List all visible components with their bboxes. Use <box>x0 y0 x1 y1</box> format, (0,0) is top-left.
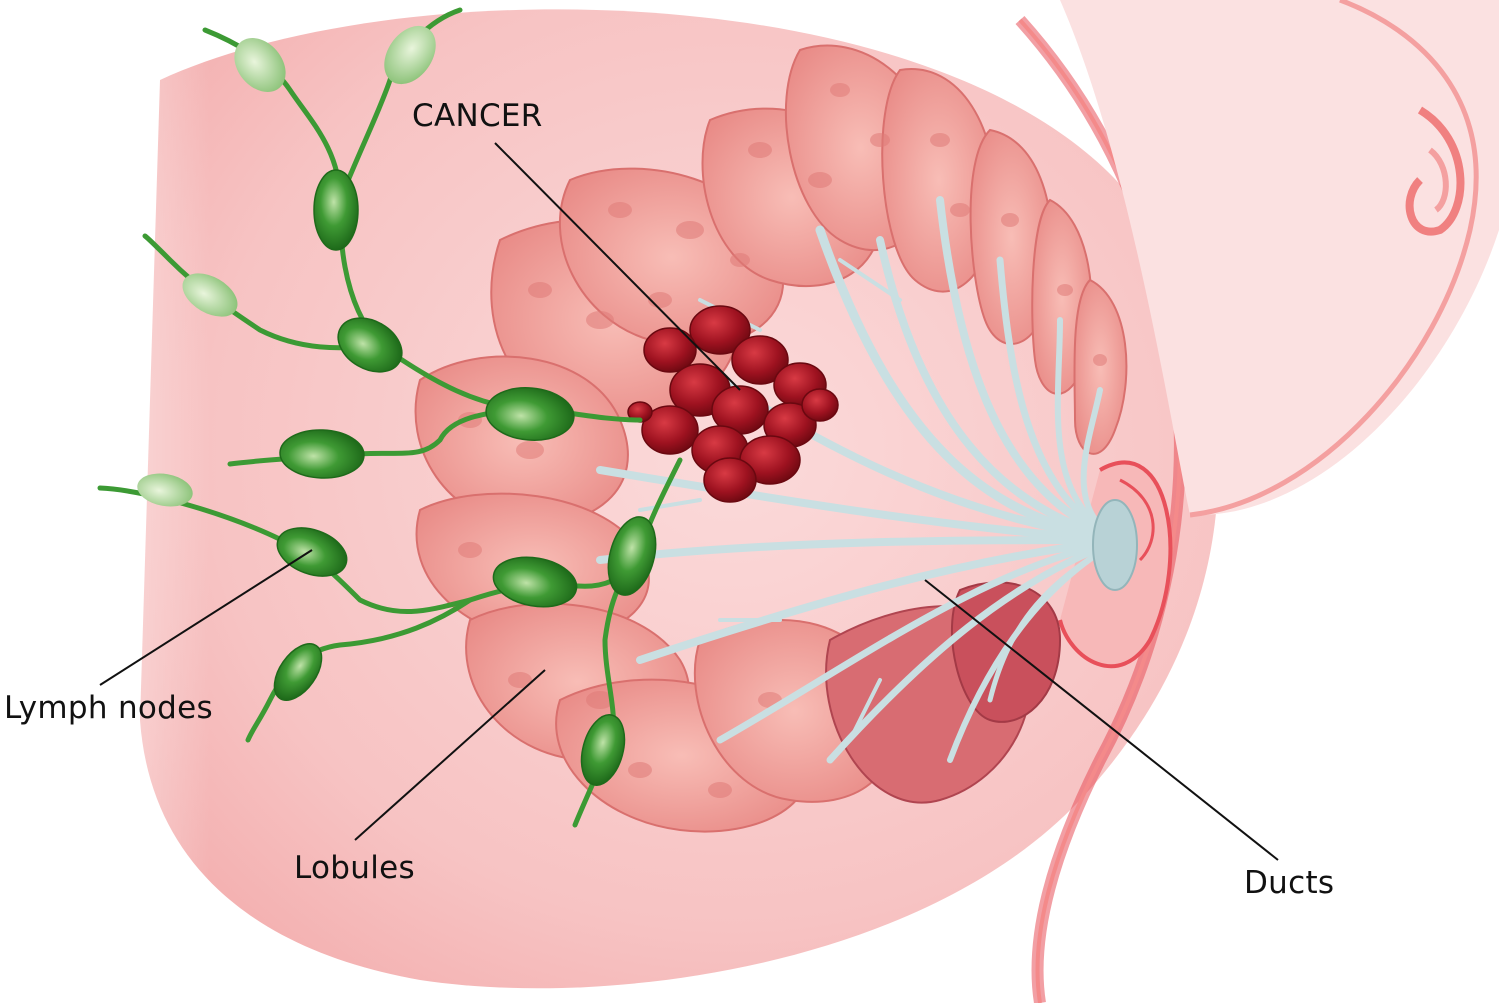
ducts-label: Ducts <box>1244 865 1334 901</box>
cancer-label: CANCER <box>412 98 543 134</box>
lobules-label: Lobules <box>294 850 415 886</box>
lymph-nodes-label: Lymph nodes <box>4 690 213 726</box>
